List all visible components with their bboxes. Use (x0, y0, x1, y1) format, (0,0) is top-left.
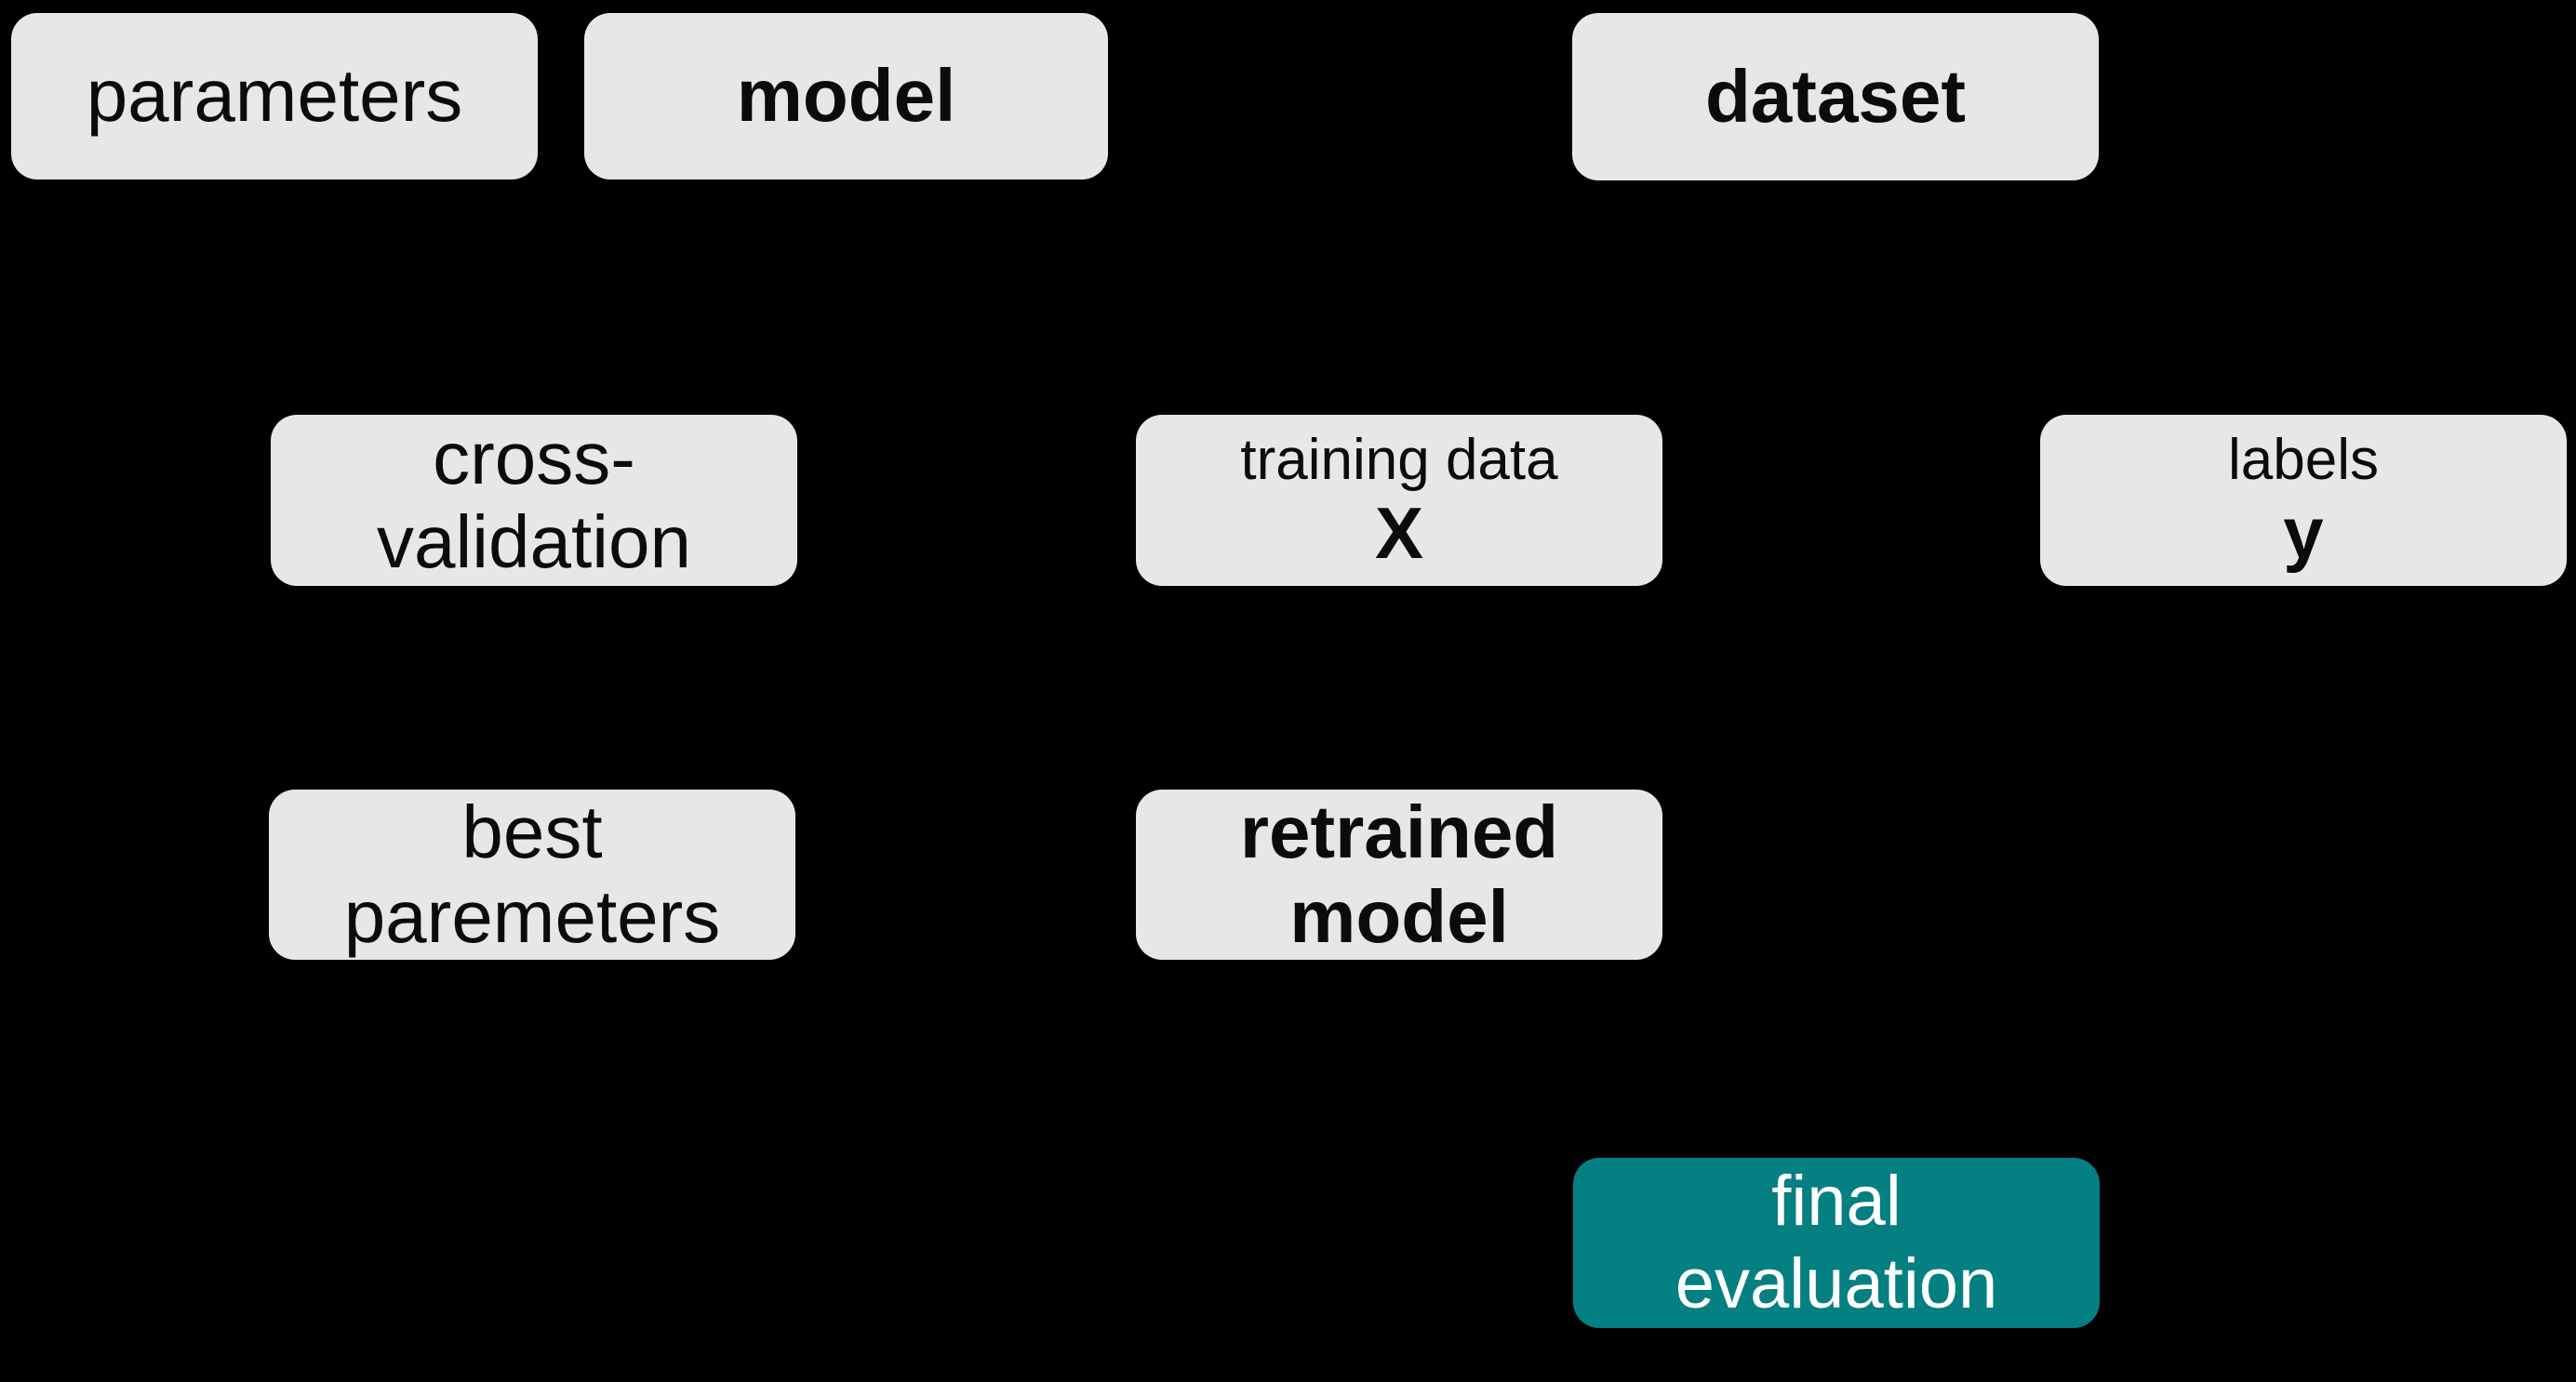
node-best-parameters-label-line1: best (461, 791, 603, 874)
node-final-evaluation: final evaluation (1573, 1158, 2100, 1328)
node-cross-validation: cross- validation (271, 415, 797, 586)
node-training-data-symbol: X (1374, 491, 1424, 574)
node-model-label: model (736, 54, 956, 138)
node-labels-symbol: y (2283, 491, 2324, 574)
node-training-data-label: training data (1240, 427, 1558, 492)
node-cross-validation-label-line1: cross- (433, 416, 635, 499)
node-training-data: training data X (1136, 415, 1662, 586)
node-final-evaluation-label-line2: evaluation (1675, 1243, 1998, 1323)
node-parameters-label: parameters (86, 54, 463, 138)
node-labels-label: labels (2228, 427, 2379, 492)
node-cross-validation-label-line2: validation (376, 500, 691, 583)
node-final-evaluation-label-line1: final (1771, 1162, 1902, 1242)
node-retrained-model: retrained model (1136, 790, 1662, 960)
node-model: model (584, 13, 1108, 179)
node-best-parameters: best paremeters (269, 790, 795, 960)
node-best-parameters-label-line2: paremeters (343, 874, 721, 958)
node-labels: labels y (2040, 415, 2567, 586)
node-retrained-model-label-line2: model (1289, 874, 1509, 958)
node-dataset: dataset (1572, 13, 2099, 180)
node-dataset-label: dataset (1704, 54, 1967, 138)
node-parameters: parameters (11, 13, 538, 179)
node-retrained-model-label-line1: retrained (1239, 791, 1559, 874)
